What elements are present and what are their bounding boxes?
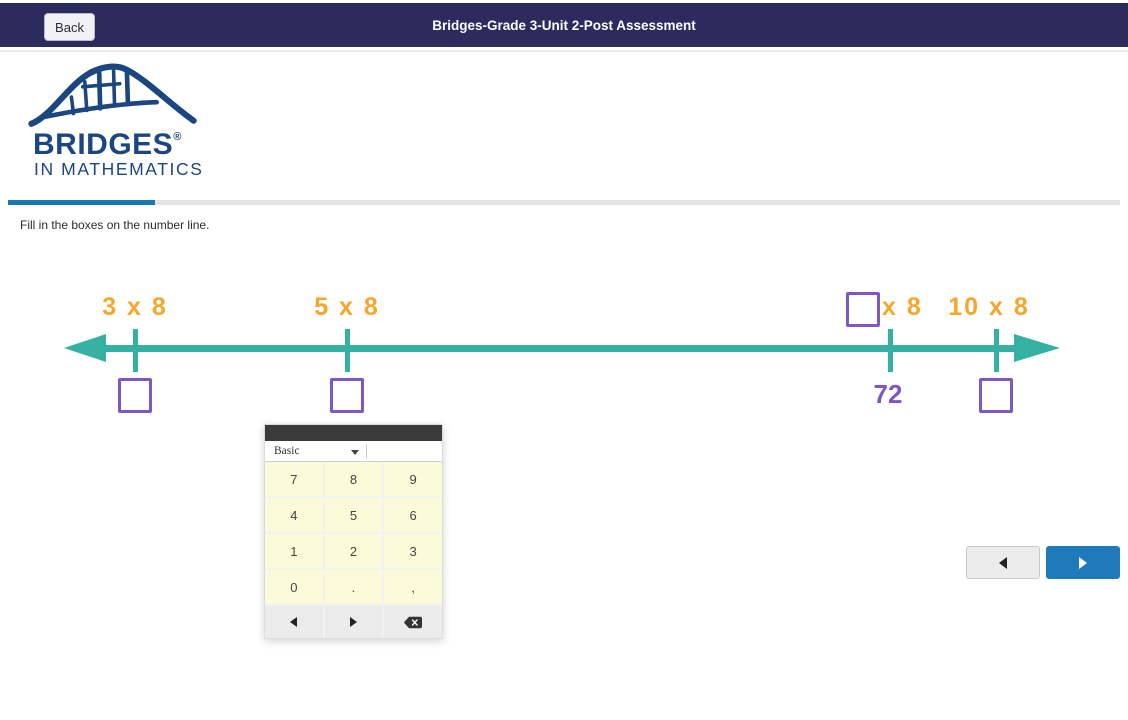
key-3[interactable]: 3 [384, 534, 442, 568]
previous-question-button[interactable] [966, 546, 1040, 579]
answer-box-5x8[interactable] [330, 378, 364, 413]
key-2[interactable]: 2 [324, 534, 383, 568]
progress-bar-fill [8, 200, 155, 205]
keypad-mode-dropdown[interactable]: Basic [274, 445, 300, 457]
answer-box-factor[interactable] [846, 292, 880, 327]
previous-arrow-icon [999, 556, 1007, 569]
back-button[interactable]: Back [44, 13, 95, 41]
numberline [100, 345, 1020, 352]
page-title: Bridges-Grade 3-Unit 2-Post Assessment [432, 17, 696, 33]
label-3x8: 3 x 8 [102, 293, 168, 321]
key-comma[interactable]: , [384, 570, 442, 604]
tick-5x8 [345, 329, 350, 372]
question-instruction: Fill in the boxes on the number line. [20, 218, 210, 232]
bridge-illustration-icon [28, 63, 197, 127]
backspace-icon [404, 616, 423, 628]
key-decimal[interactable]: . [324, 570, 383, 604]
keypad-cursor-right-button[interactable] [324, 606, 383, 638]
key-4[interactable]: 4 [265, 498, 323, 532]
answer-box-10x8[interactable] [979, 378, 1013, 413]
keypad-toolbar: Basic [265, 441, 442, 462]
right-arrow-icon [349, 617, 357, 627]
keypad-backspace-button[interactable] [384, 606, 442, 638]
key-8[interactable]: 8 [324, 462, 383, 496]
next-arrow-icon [1079, 556, 1087, 569]
key-6[interactable]: 6 [384, 498, 442, 532]
given-value-72: 72 [873, 379, 903, 409]
toolbar-divider [366, 444, 367, 459]
label-unknown-x8: x 8 [882, 293, 923, 321]
left-arrow-icon [290, 617, 298, 627]
caret-down-icon[interactable] [351, 450, 359, 455]
header-bar: Bridges-Grade 3-Unit 2-Post Assessment [0, 3, 1128, 47]
answer-box-3x8[interactable] [118, 378, 152, 413]
label-10x8: 10 x 8 [948, 293, 1030, 321]
tick-10x8 [994, 329, 999, 372]
keypad-drag-handle[interactable] [265, 425, 442, 441]
keypad-keys: 7 8 9 4 5 6 1 2 3 0 . , [265, 462, 442, 638]
key-5[interactable]: 5 [324, 498, 383, 532]
logo-subtitle-text: IN MATHEMATICS [34, 159, 204, 179]
registered-mark: ® [173, 131, 182, 143]
tick-3x8 [133, 329, 138, 372]
header-divider [0, 50, 1128, 52]
key-0[interactable]: 0 [265, 570, 323, 604]
logo-brand: BRIDGES [33, 128, 174, 161]
key-1[interactable]: 1 [265, 534, 323, 568]
numberline-right-arrow-icon [1014, 334, 1060, 362]
keypad-cursor-left-button[interactable] [265, 606, 323, 638]
logo-brand-text: BRIDGES® [33, 128, 182, 162]
key-9[interactable]: 9 [384, 462, 442, 496]
key-7[interactable]: 7 [265, 462, 323, 496]
progress-bar-track [8, 200, 1120, 205]
tick-unknown-x8 [888, 329, 893, 372]
numeric-keypad: Basic 7 8 9 4 5 6 1 2 3 0 . , [264, 424, 443, 639]
label-5x8: 5 x 8 [314, 293, 380, 321]
bridges-logo: BRIDGES® IN MATHEMATICS [25, 56, 215, 191]
next-question-button[interactable] [1046, 546, 1120, 579]
numberline-left-arrow-icon [64, 334, 106, 362]
